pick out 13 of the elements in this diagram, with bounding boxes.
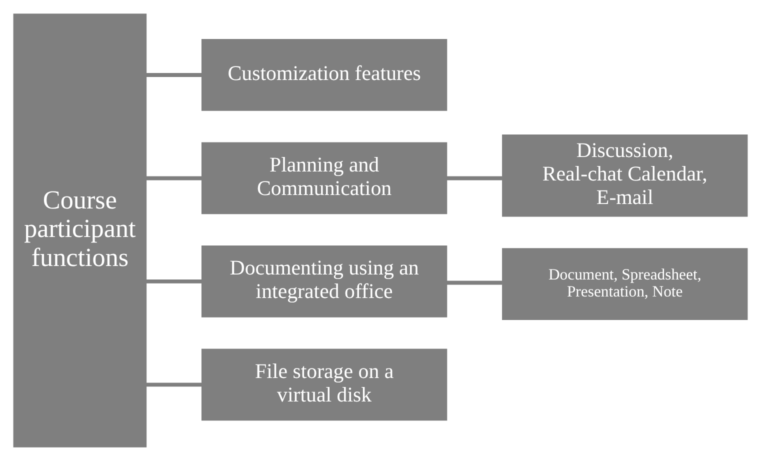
node-box: Document, Spreadsheet, Presentation, Note bbox=[502, 248, 748, 320]
connector bbox=[146, 72, 202, 76]
node-box: File storage on a virtual disk bbox=[201, 348, 448, 420]
node-box: Documenting using an integrated office bbox=[201, 245, 448, 317]
node-box: Planning and Communication bbox=[201, 142, 448, 214]
connector bbox=[146, 176, 202, 180]
connector bbox=[446, 280, 502, 284]
connector bbox=[446, 176, 502, 180]
node-box: Course participant functions bbox=[13, 13, 147, 447]
connector bbox=[146, 279, 202, 283]
connector bbox=[146, 382, 202, 386]
node-box: Discussion, Real-chat Calendar, E-mail bbox=[502, 134, 748, 216]
node-box: Customization features bbox=[201, 38, 448, 110]
